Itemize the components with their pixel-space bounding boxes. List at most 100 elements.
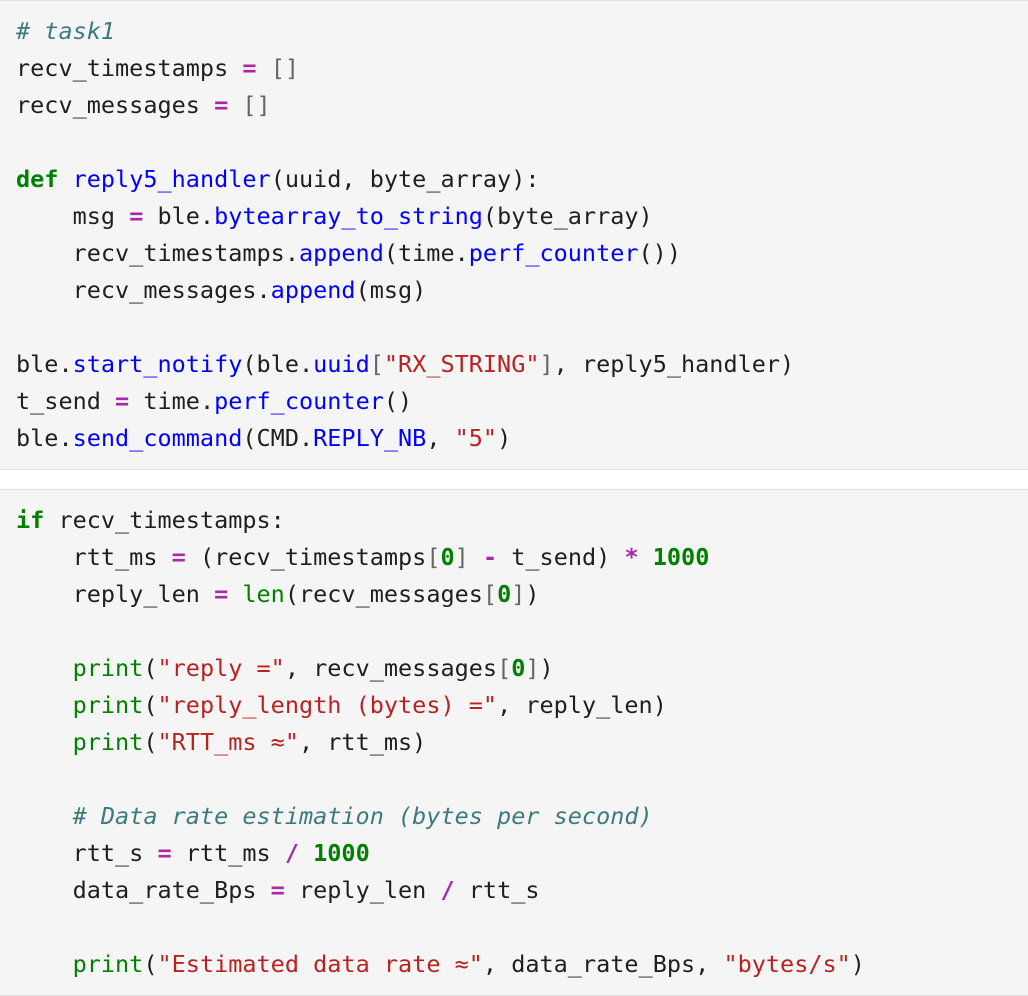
code-token-op: = — [171, 543, 186, 571]
code-token-t: ) — [539, 654, 554, 682]
code-token-fn: start_notify — [72, 350, 243, 378]
code-line: if recv_timestamps: — [16, 502, 1028, 539]
code-line: recv_timestamps = [] — [16, 50, 1028, 87]
code-indent — [16, 728, 73, 756]
code-token-nb: print — [72, 728, 144, 756]
code-token-t: reply_len — [284, 876, 441, 904]
code-token-t: t_send) — [497, 543, 625, 571]
code-token-fn: append — [270, 276, 356, 304]
code-token-fn: REPLY_NB — [313, 424, 427, 452]
code-token-p: ] — [539, 350, 554, 378]
code-token-t — [58, 165, 72, 193]
code-token-fn: perf_counter — [214, 387, 384, 415]
code-token-t: , data_rate_Bps, — [482, 950, 724, 978]
code-line: rtt_ms = (recv_timestamps[0] - t_send) *… — [16, 539, 1028, 576]
code-token-t — [469, 543, 483, 571]
code-token-t — [299, 839, 313, 867]
code-indent — [16, 654, 73, 682]
code-line: ble.send_command(CMD.REPLY_NB, "5") — [16, 420, 1028, 457]
code-line: recv_messages.append(msg) — [16, 272, 1028, 309]
code-cell-2[interactable]: if recv_timestamps: rtt_ms = (recv_times… — [0, 489, 1028, 996]
code-token-t: recv_timestamps. — [72, 239, 299, 267]
code-token-op: = — [270, 876, 285, 904]
code-token-s: "RX_STRING" — [383, 350, 540, 378]
code-indent — [16, 580, 73, 608]
code-token-s: "5" — [454, 424, 498, 452]
code-token-fn: bytearray_to_string — [214, 202, 483, 230]
code-token-fn: send_command — [72, 424, 243, 452]
code-token-t: data_rate_Bps — [72, 876, 271, 904]
code-token-t: () — [383, 387, 413, 415]
code-token-t: rtt_s — [72, 839, 158, 867]
code-token-t: msg — [72, 202, 130, 230]
code-token-t: reply_len — [72, 580, 215, 608]
code-line: # Data rate estimation (bytes per second… — [16, 798, 1028, 835]
code-token-c: # task1 — [16, 17, 116, 45]
code-line: print("reply =", recv_messages[0]) — [16, 650, 1028, 687]
code-token-t: ) — [850, 950, 865, 978]
code-token-t: (CMD. — [242, 424, 314, 452]
code-token-k: if — [16, 506, 45, 534]
code-line: print("RTT_ms ≈", rtt_ms) — [16, 724, 1028, 761]
code-line: reply_len = len(recv_messages[0]) — [16, 576, 1028, 613]
code-indent — [16, 276, 73, 304]
code-token-n: 0 — [511, 654, 526, 682]
code-token-t — [639, 543, 653, 571]
code-line: print("Estimated data rate ≈", data_rate… — [16, 946, 1028, 983]
code-token-op: / — [440, 876, 455, 904]
code-token-n: 0 — [440, 543, 455, 571]
code-token-n: 1000 — [652, 543, 710, 571]
code-token-t: , rtt_ms) — [298, 728, 427, 756]
code-indent — [16, 543, 73, 571]
code-line — [16, 124, 1028, 161]
code-token-t: ) — [497, 424, 512, 452]
code-token-t: , reply5_handler) — [553, 350, 795, 378]
code-token-t — [228, 580, 242, 608]
code-token-t: , reply_len) — [497, 691, 667, 719]
code-token-t: (recv_messages — [284, 580, 483, 608]
code-token-s: "Estimated data rate ≈" — [157, 950, 483, 978]
code-token-t: ble. — [16, 350, 73, 378]
code-token-op: = — [157, 839, 172, 867]
code-line: ble.start_notify(ble.uuid["RX_STRING"], … — [16, 346, 1028, 383]
code-token-t: recv_messages — [16, 91, 215, 119]
code-token-t: ble. — [16, 424, 73, 452]
code-token-t: (time. — [383, 239, 469, 267]
code-indent — [16, 839, 73, 867]
code-token-p: [ — [369, 350, 384, 378]
code-token-t: time. — [129, 387, 215, 415]
code-token-s: "reply =" — [157, 654, 285, 682]
code-line: data_rate_Bps = reply_len / rtt_s — [16, 872, 1028, 909]
code-token-t: recv_timestamps — [16, 54, 243, 82]
code-indent — [16, 802, 73, 830]
code-token-p: [] — [270, 54, 299, 82]
code-token-nb: print — [72, 654, 144, 682]
code-token-t: t_send — [16, 387, 116, 415]
code-token-p: [ — [426, 543, 441, 571]
code-token-t: ()) — [638, 239, 681, 267]
code-token-op: * — [624, 543, 639, 571]
code-token-p: ] — [454, 543, 469, 571]
code-indent — [16, 691, 73, 719]
code-line: msg = ble.bytearray_to_string(byte_array… — [16, 198, 1028, 235]
code-token-t: (recv_timestamps — [185, 543, 427, 571]
code-token-op: = — [115, 387, 130, 415]
code-indent — [16, 202, 73, 230]
code-token-nb: len — [242, 580, 285, 608]
code-line — [16, 761, 1028, 798]
code-token-t: rtt_s — [454, 876, 540, 904]
code-token-t — [228, 91, 242, 119]
code-token-fn: uuid — [313, 350, 370, 378]
code-cell-2-source[interactable]: if recv_timestamps: rtt_ms = (recv_times… — [16, 502, 1028, 983]
code-token-t: (ble. — [242, 350, 314, 378]
code-token-t: rtt_ms — [72, 543, 172, 571]
code-line: recv_messages = [] — [16, 87, 1028, 124]
code-token-s: "bytes/s" — [723, 950, 851, 978]
code-token-op: = — [214, 580, 229, 608]
code-indent — [16, 876, 73, 904]
code-token-p: [] — [242, 91, 271, 119]
code-token-t: recv_messages. — [72, 276, 271, 304]
code-indent — [16, 239, 73, 267]
